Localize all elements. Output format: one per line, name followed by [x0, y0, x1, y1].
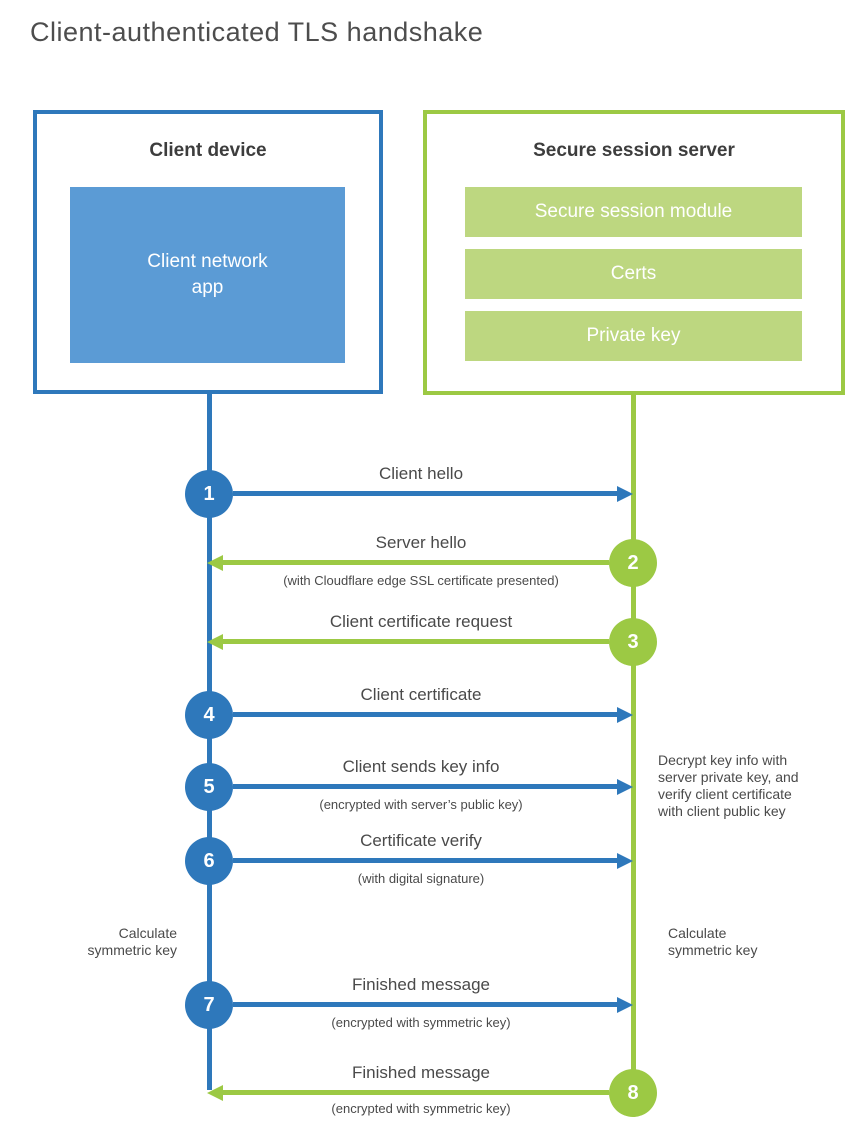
step-6-circle: 6: [185, 837, 233, 885]
step-2-arrow: [223, 560, 609, 565]
step-3-circle: 3: [609, 618, 657, 666]
step-5-label: Client sends key info: [342, 757, 500, 776]
server-module-private-key: Private key: [465, 311, 802, 361]
decrypt-key-info-note: Decrypt key info with server private key…: [658, 752, 799, 819]
step-1-label: Client hello: [378, 464, 464, 483]
step-4-circle: 4: [185, 691, 233, 739]
client-device-title: Client device: [149, 140, 267, 161]
arrowhead-left-icon: [207, 634, 223, 650]
step-6-label: Certificate verify: [360, 831, 482, 850]
arrowhead-right-icon: [617, 486, 633, 502]
server-module-secure-session: Secure session module: [465, 187, 802, 237]
arrowhead-right-icon: [617, 779, 633, 795]
secure-session-server-box: Secure session server Secure session mod…: [423, 110, 845, 395]
secure-session-server-title: Secure session server: [533, 140, 735, 161]
step-8-label: Finished message: [352, 1063, 490, 1082]
arrowhead-left-icon: [207, 1085, 223, 1101]
client-lifeline: [207, 392, 212, 1090]
step-7-label: Finished message: [352, 975, 490, 994]
arrowhead-right-icon: [617, 853, 633, 869]
step-2-sublabel: (with Cloudflare edge SSL certificate pr…: [283, 573, 559, 588]
step-7-sublabel: (encrypted with symmetric key): [331, 1015, 511, 1030]
step-7-circle: 7: [185, 981, 233, 1029]
step-6-arrow: [233, 858, 619, 863]
step-2-circle: 2: [609, 539, 657, 587]
server-lifeline: [631, 393, 636, 1093]
page-title: Client-authenticated TLS handshake: [30, 17, 484, 47]
step-8-sublabel: (encrypted with symmetric key): [331, 1101, 511, 1116]
step-2-label: Server hello: [375, 533, 467, 552]
step-6-sublabel: (with digital signature): [357, 871, 485, 886]
step-3-label: Client certificate request: [329, 612, 513, 631]
calculate-symmetric-key-note-client: Calculate symmetric key: [87, 925, 177, 958]
arrowhead-left-icon: [207, 555, 223, 571]
client-network-app-box: Client network app: [70, 187, 345, 363]
step-8-arrow: [223, 1090, 609, 1095]
step-4-arrow: [233, 712, 619, 717]
step-5-circle: 5: [185, 763, 233, 811]
client-device-box: Client device Client network app: [33, 110, 383, 394]
step-8-circle: 8: [609, 1069, 657, 1117]
step-5-sublabel: (encrypted with server’s public key): [319, 797, 523, 812]
step-5-arrow: [233, 784, 619, 789]
step-1-arrow: [233, 491, 619, 496]
server-module-certs: Certs: [465, 249, 802, 299]
arrowhead-right-icon: [617, 997, 633, 1013]
arrowhead-right-icon: [617, 707, 633, 723]
step-7-arrow: [233, 1002, 619, 1007]
step-4-label: Client certificate: [360, 685, 482, 704]
server-modules: Secure session module Certs Private key: [465, 187, 802, 361]
step-3-arrow: [223, 639, 609, 644]
calculate-symmetric-key-note-server: Calculate symmetric key: [668, 925, 758, 958]
step-1-circle: 1: [185, 470, 233, 518]
